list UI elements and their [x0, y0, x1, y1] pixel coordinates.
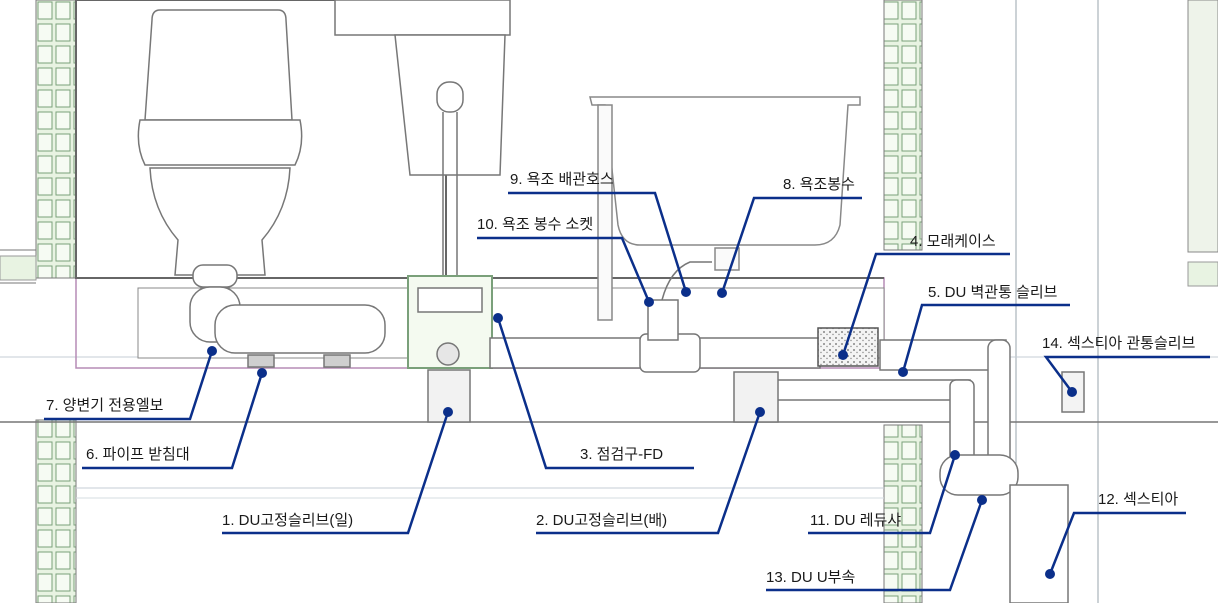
dot-4	[838, 350, 848, 360]
second-drain-pipe	[759, 379, 971, 401]
leader-dots	[207, 287, 1077, 579]
leader-12	[1048, 511, 1186, 575]
dot-9	[681, 287, 691, 297]
cleanout-fd-cap	[417, 287, 483, 313]
label-5: 5. DU 벽관통 슬리브	[928, 284, 1058, 301]
washbasin	[334, 0, 511, 278]
leader-13	[766, 499, 984, 592]
dot-7	[207, 346, 217, 356]
washbasin-trap	[436, 81, 464, 113]
leader-7	[44, 350, 214, 421]
leader-10	[477, 236, 651, 303]
label-8: 8. 욕조봉수	[783, 176, 855, 193]
dot-1	[443, 407, 453, 417]
labels: 1. DU고정슬리브(일) 2. DU고정슬리브(배) 3. 점검구-FD 4.…	[46, 171, 1196, 586]
label-1: 1. DU고정슬리브(일)	[222, 512, 353, 529]
leader-8	[720, 196, 862, 294]
label-7: 7. 양변기 전용엘보	[46, 397, 164, 414]
leader-1	[222, 411, 450, 535]
washbasin-top	[334, 0, 511, 36]
label-2: 2. DU고정슬리브(배)	[536, 512, 667, 529]
bathtub-socket	[647, 299, 679, 341]
right-floor-slab	[1187, 261, 1218, 287]
bathtub-hose	[661, 261, 712, 301]
leader-4	[841, 252, 1010, 356]
leader-14	[1043, 355, 1210, 393]
label-6: 6. 파이프 받침대	[86, 446, 190, 463]
label-10: 10. 욕조 봉수 소켓	[477, 216, 593, 233]
sand-case	[817, 327, 879, 367]
dot-3	[493, 313, 503, 323]
label-9: 9. 욕조 배관호스	[510, 171, 614, 188]
dot-5	[898, 367, 908, 377]
dot-14	[1067, 387, 1077, 397]
center-brick-wall-upper	[883, 0, 923, 251]
leader-6	[82, 372, 264, 470]
dot-11	[950, 450, 960, 460]
du-u-fitting	[939, 454, 1019, 496]
right-wall-upper	[1187, 0, 1218, 253]
leader-11	[808, 454, 957, 535]
center-brick-wall-lower	[883, 424, 923, 603]
label-11: 11. DU 레듀샤	[810, 512, 901, 529]
toilet-tank	[144, 9, 293, 121]
dot-12	[1045, 569, 1055, 579]
label-3: 3. 점검구-FD	[580, 446, 663, 463]
label-14: 14. 섹스티아 관통슬리브	[1042, 335, 1196, 352]
left-floor-slab	[0, 255, 37, 281]
leader-5	[901, 303, 1070, 373]
pipe-support-2	[323, 354, 351, 368]
leader-3	[496, 317, 694, 470]
toilet-bowl	[149, 167, 291, 276]
leader-2	[536, 411, 762, 535]
sextia-stack	[1009, 484, 1069, 603]
dot-10	[644, 297, 654, 307]
dot-2	[755, 407, 765, 417]
bathtub-body	[589, 96, 861, 246]
pipe-support-1	[247, 354, 275, 368]
toilet-branch-pipe	[214, 304, 386, 354]
dot-8	[717, 288, 727, 298]
dot-6	[257, 368, 267, 378]
toilet	[137, 9, 303, 276]
toilet-elbow-top	[192, 264, 238, 288]
dot-13	[977, 495, 987, 505]
bathtub-apron	[597, 104, 613, 321]
leader-lines	[44, 191, 1210, 592]
label-4: 4. 모래케이스	[910, 233, 996, 250]
label-12: 12. 섹스티아	[1098, 491, 1178, 508]
bathtub-drain	[714, 247, 740, 271]
cleanout-fd-port	[436, 342, 460, 366]
wall-sleeve-pipe	[879, 339, 1007, 371]
toilet-lid	[137, 119, 303, 166]
label-13: 13. DU U부속	[766, 569, 855, 586]
left-brick-wall-upper	[35, 0, 77, 279]
left-brick-wall-lower	[35, 419, 77, 603]
leader-9	[508, 191, 688, 293]
bathtub	[589, 96, 861, 321]
